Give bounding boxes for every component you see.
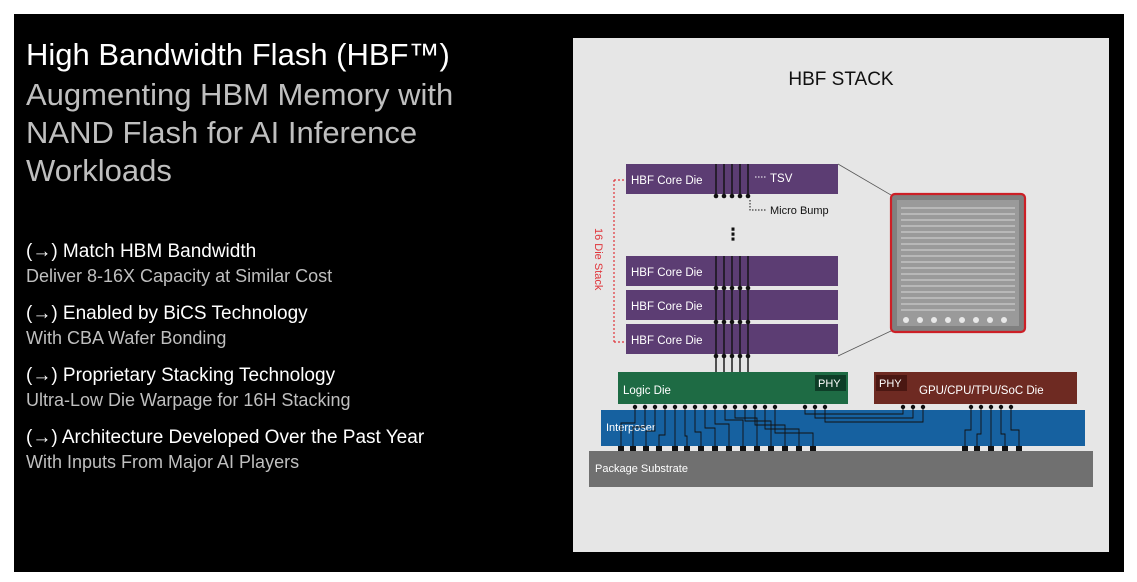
core-die-label: HBF Core Die	[631, 301, 703, 313]
logic-die-label: Logic Die	[623, 385, 671, 397]
bullet-detail: With Inputs From Major AI Players	[26, 452, 300, 472]
core-die-label: HBF Core Die	[631, 335, 703, 347]
slide: High Bandwidth Flash (HBF™) Augmenting H…	[14, 14, 1124, 572]
bullet-heading: (→) Match HBM Bandwidth	[26, 241, 257, 262]
micro-bumps	[713, 193, 751, 359]
bullet-list: (→) Match HBM Bandwidth Deliver 8-16X Ca…	[26, 240, 566, 488]
bullet-detail: Deliver 8-16X Capacity at Similar Cost	[26, 266, 333, 286]
stack-label: 16 Die Stack	[592, 228, 604, 291]
diagram-title: HBF STACK	[788, 69, 894, 90]
interposer-bumps	[632, 404, 1014, 410]
bullet-item: (→) Enabled by BiCS Technology With CBA …	[26, 302, 566, 350]
bullet-item: (→) Architecture Developed Over the Past…	[26, 426, 566, 474]
phy-block	[815, 375, 846, 391]
tsv-label: TSV	[770, 173, 793, 185]
stack-height-marker	[613, 179, 626, 343]
core-die-label: HBF Core Die	[631, 175, 703, 187]
micro-bump-label: Micro Bump	[770, 205, 829, 217]
processor-die	[874, 372, 1077, 404]
core-die-label: HBF Core Die	[631, 267, 703, 279]
die-zoom-inset	[889, 192, 1027, 334]
interposer	[601, 410, 1085, 446]
slide-subtitle: Augmenting HBM Memory with NAND Flash fo…	[26, 77, 454, 188]
phy-block	[876, 375, 907, 391]
bullet-heading: (→) Proprietary Stacking Technology	[26, 365, 336, 386]
bullet-item: (→) Match HBM Bandwidth Deliver 8-16X Ca…	[26, 240, 566, 288]
interposer-routing	[620, 406, 1020, 448]
package-substrate	[589, 451, 1093, 487]
bullet-heading: (→) Enabled by BiCS Technology	[26, 303, 308, 324]
bullet-detail: With CBA Wafer Bonding	[26, 328, 227, 348]
interposer-label: Interposer	[606, 422, 656, 434]
processor-die-label: GPU/CPU/TPU/SoC Die	[919, 385, 1044, 397]
bullet-item: (→) Proprietary Stacking Technology Ultr…	[26, 364, 566, 412]
phy-label: PHY	[818, 378, 841, 390]
logic-die	[618, 372, 848, 404]
bullet-detail: Ultra-Low Die Warpage for 16H Stacking	[26, 390, 351, 410]
hbf-stack-diagram: HBF STACK 16 Die Stack HBF Core Die HBF …	[573, 38, 1109, 552]
bullet-heading: (→) Architecture Developed Over the Past…	[26, 427, 425, 448]
stack-ellipsis: ⋮	[725, 225, 742, 244]
slide-title: High Bandwidth Flash (HBF™)	[26, 37, 450, 72]
substrate-bumps	[618, 446, 1022, 451]
phy2-label: PHY	[879, 378, 902, 390]
substrate-label: Package Substrate	[595, 463, 688, 475]
